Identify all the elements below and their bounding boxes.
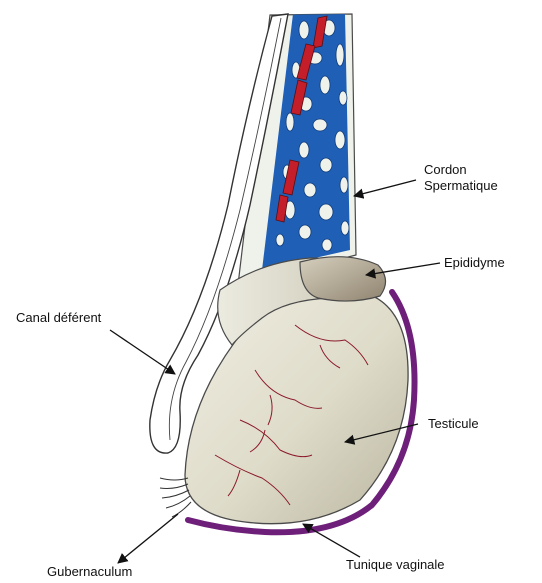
- epididymis: [300, 257, 386, 301]
- label-cordon-line1: Cordon: [424, 162, 498, 178]
- arrow-tunique: [303, 524, 360, 557]
- arrow-canal: [110, 330, 175, 374]
- label-tunique-vaginale: Tunique vaginale: [346, 557, 445, 573]
- label-epididyme: Epididyme: [444, 255, 505, 271]
- arrow-gubernaculum: [118, 514, 178, 563]
- label-canal-deferent: Canal déférent: [16, 310, 101, 326]
- label-testicule: Testicule: [428, 416, 479, 432]
- arrow-cordon: [354, 180, 416, 196]
- label-cordon-line2: Spermatique: [424, 178, 498, 194]
- label-gubernaculum: Gubernaculum: [47, 564, 132, 580]
- label-cordon: Cordon Spermatique: [424, 162, 498, 195]
